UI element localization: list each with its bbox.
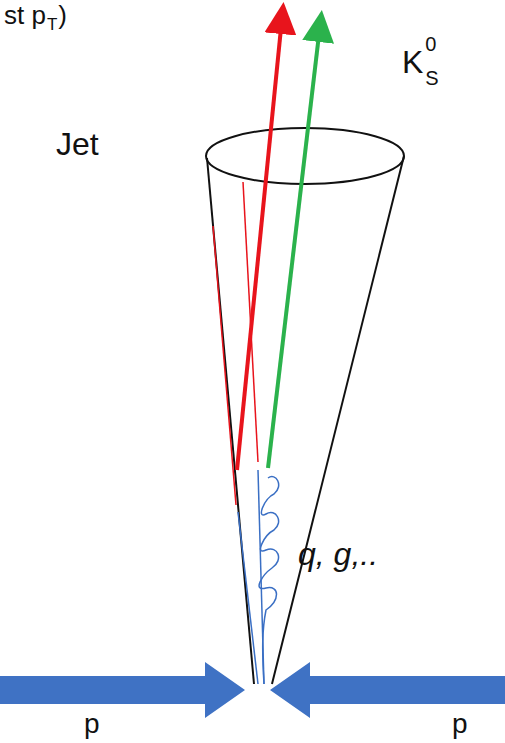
kshort-arrow xyxy=(268,26,320,468)
particle-track xyxy=(213,226,236,505)
parton-line xyxy=(238,512,258,684)
superscript: 0 xyxy=(425,34,436,54)
beam-arrow xyxy=(0,662,245,718)
cone-edge xyxy=(272,156,404,684)
beam-arrow xyxy=(270,662,505,718)
parton-label: q, g,.. xyxy=(298,538,378,570)
particle-label: K xyxy=(402,46,423,78)
cone-edge xyxy=(207,158,254,684)
gluon-curl xyxy=(259,477,279,684)
particle-label: st p xyxy=(4,2,46,28)
jet-label: Jet xyxy=(56,128,99,160)
particle-label: ) xyxy=(58,2,67,28)
subscript: T xyxy=(47,16,57,33)
beam-label: p xyxy=(84,710,100,738)
subscript: S xyxy=(425,68,438,88)
beam-label: p xyxy=(452,710,468,738)
